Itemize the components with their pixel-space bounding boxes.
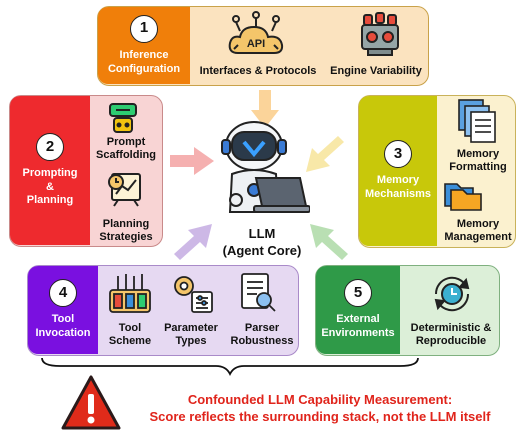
memory-panel: 3 Memory Mechanisms Memory Formatting Me… (358, 95, 516, 248)
warning-line-1: Confounded LLM Capability Measurement: (187, 392, 453, 407)
env-title: External Environments (321, 313, 395, 339)
step-number-2: 2 (36, 132, 64, 161)
tool-title: Tool Invocation (35, 313, 91, 339)
env-panel: 5 External Environments Deterministic & … (315, 265, 500, 356)
env-item-deterministic: Deterministic & Reproducible (410, 322, 492, 348)
tool-panel: 4 Tool Invocation Tool Scheme Parameter … (27, 265, 299, 356)
inference-item-engine: Engine Variability (330, 65, 422, 77)
memory-item-formatting: Memory Formatting (449, 148, 507, 174)
folders-icon (444, 183, 482, 211)
engine-icon (361, 12, 399, 56)
tool-header: 4 Tool Invocation (28, 266, 98, 354)
prompting-panel: 2 Prompting & Planning Prompt Scaffoldin… (9, 95, 163, 247)
prompting-item-scaffolding: Prompt Scaffolding (96, 136, 156, 162)
bracket-divider (41, 357, 419, 376)
step-number-1: 1 (130, 14, 158, 43)
api-icon-text: API (247, 38, 265, 50)
arrow-from-env (310, 224, 348, 260)
tool-item-parameter: Parameter Types (164, 322, 218, 348)
tool-item-scheme: Tool Scheme (108, 322, 152, 348)
toolbox-icon (109, 274, 151, 313)
memory-item-management: Memory Management (444, 218, 512, 244)
inference-header: 1 Inference Configuration (98, 7, 190, 84)
arrow-from-inference (251, 90, 279, 128)
tool-item-parser: Parser Robustness (230, 322, 294, 348)
step-number-5: 5 (344, 279, 372, 308)
api-cloud-icon: API (228, 11, 284, 54)
warning-icon (61, 375, 121, 430)
warning-line-2: Score reflects the surrounding stack, no… (149, 409, 491, 424)
prompting-item-strategies: Planning Strategies (99, 218, 153, 244)
inference-title: Inference Configuration (107, 48, 181, 75)
planning-board-icon (108, 173, 141, 207)
arrow-from-prompting (170, 147, 214, 175)
step-number-4: 4 (49, 279, 77, 308)
inference-item-interfaces: Interfaces & Protocols (199, 65, 317, 77)
document-search-icon (241, 273, 276, 312)
memory-title: Memory Mechanisms (364, 174, 432, 200)
documents-icon (458, 99, 496, 143)
refresh-clock-icon (434, 276, 470, 312)
prompting-title: Prompting & Planning (22, 166, 78, 207)
prompting-header: 2 Prompting & Planning (10, 96, 90, 245)
arrow-from-tool (174, 224, 212, 260)
core-title: LLM (248, 226, 276, 241)
core-subtitle: (Agent Core) (222, 243, 302, 258)
chatbot-icon (109, 103, 137, 133)
step-number-3: 3 (384, 140, 412, 169)
env-header: 5 External Environments (316, 266, 400, 354)
gear-settings-icon (174, 276, 213, 313)
arrow-from-memory (306, 136, 344, 172)
inference-panel: 1 Inference Configuration API Interfaces… (97, 6, 429, 86)
memory-header: 3 Memory Mechanisms (359, 96, 437, 246)
robot-laptop-icon (221, 121, 310, 213)
